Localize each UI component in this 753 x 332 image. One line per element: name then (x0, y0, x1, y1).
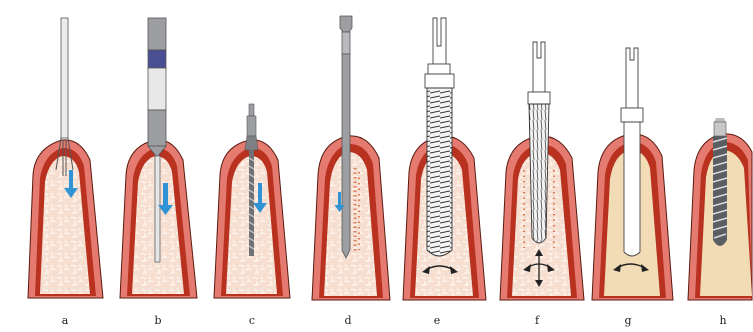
implant-with-carrier (528, 42, 550, 243)
implant-with-carrier (621, 48, 643, 256)
threaded-implant (713, 118, 727, 246)
bone-cross-section (312, 136, 390, 300)
panel-label-c: c (249, 314, 255, 327)
panel-b (120, 18, 197, 298)
panel-label-a: a (62, 314, 69, 327)
panel-a (28, 18, 103, 298)
panel-e (403, 18, 486, 300)
panel-h (688, 118, 752, 300)
panel-label-g: g (624, 314, 631, 327)
panel-g (592, 48, 673, 300)
panel-label-d: d (344, 314, 351, 327)
panel-label-b: b (154, 314, 161, 327)
panel-label-f: f (535, 314, 540, 327)
panel-label-h: h (719, 314, 726, 327)
osteotome (340, 16, 352, 258)
panel-label-e: e (434, 314, 441, 327)
panel-d (312, 16, 390, 300)
implant-with-carrier (425, 18, 454, 256)
panel-c (214, 104, 290, 298)
panel-f (500, 42, 584, 300)
